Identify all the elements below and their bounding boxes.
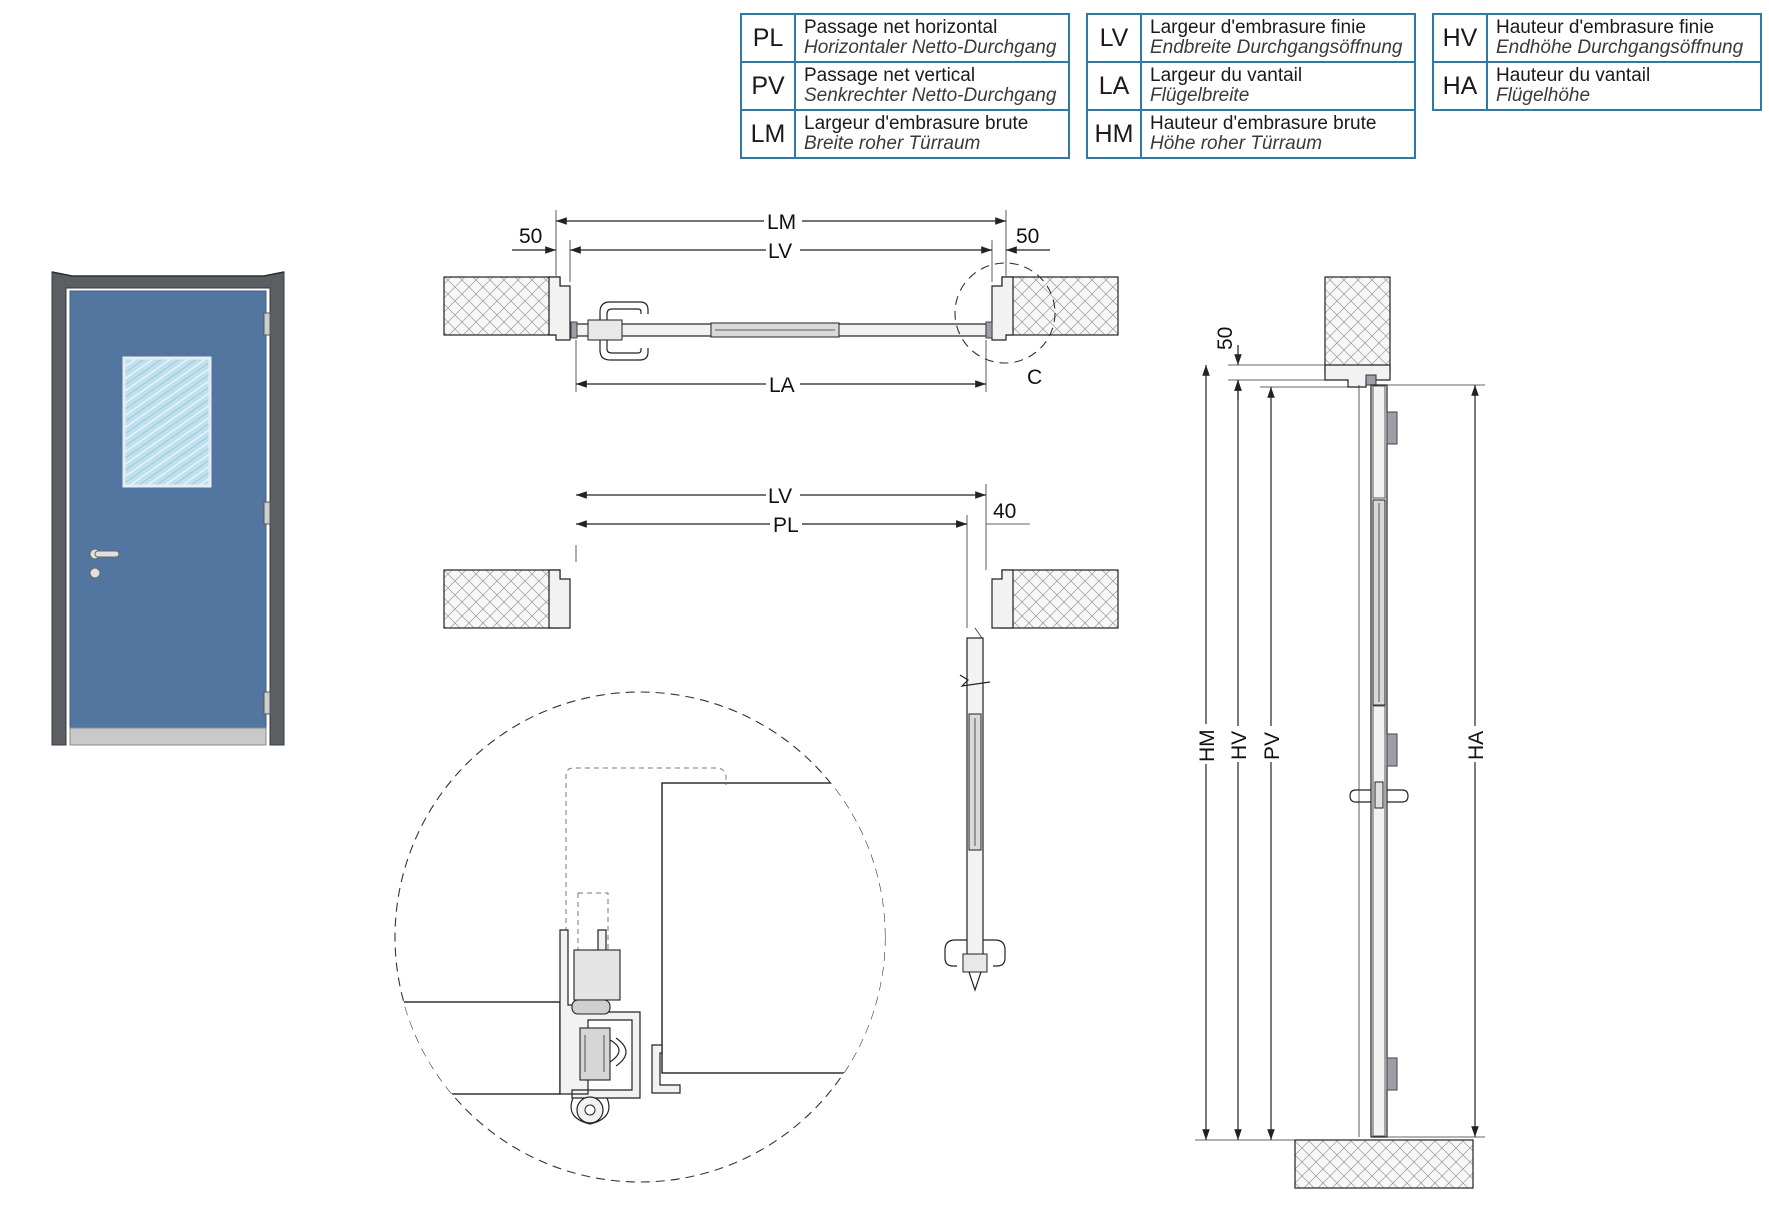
legend-de: Horizontaler Netto-Durchgang	[804, 37, 1057, 58]
wall-panel-right	[1001, 276, 1119, 336]
legend-fr: Hauteur du vantail	[1496, 65, 1651, 86]
dim-label-hm: HM	[1196, 729, 1219, 762]
section-hinge	[1386, 733, 1398, 767]
legend-fr: Largeur d'embrasure finie	[1150, 17, 1366, 38]
legend-de: Endhöhe Durchgangsöffnung	[1496, 37, 1744, 58]
dim-label-50-left: 50	[519, 225, 542, 248]
section-wall-top	[1324, 276, 1391, 374]
dim-label-ha: HA	[1465, 731, 1488, 760]
legend-code: PV	[740, 61, 796, 111]
legend-code: HV	[1432, 13, 1488, 63]
lever-handle-plan	[587, 301, 649, 361]
dim-label-hv: HV	[1228, 731, 1251, 760]
detail-door-leaf	[661, 782, 885, 1074]
legend-fr: Hauteur d'embrasure brute	[1150, 113, 1377, 134]
dim-label-50-right: 50	[1016, 225, 1039, 248]
dim-label-40: 40	[993, 500, 1016, 523]
detail-c-marker	[954, 262, 1056, 364]
vision-panel	[122, 356, 212, 488]
dim-label-pv: PV	[1261, 732, 1284, 760]
legend-code: LA	[1086, 61, 1142, 111]
dim-label-lv: LV	[768, 240, 792, 263]
wall-panel-right	[1001, 569, 1119, 629]
door-elevation	[51, 271, 285, 746]
detail-c-label: C	[1027, 366, 1042, 389]
dim-label-la: LA	[769, 374, 795, 397]
frame-profile-right	[991, 276, 1014, 341]
section-hinge	[1386, 1057, 1398, 1091]
wall-panel-left	[443, 569, 561, 629]
section-handle	[1349, 781, 1409, 809]
legend-fr: Largeur d'embrasure brute	[804, 113, 1029, 134]
hinge	[263, 501, 271, 525]
legend-code: HA	[1432, 61, 1488, 111]
detail-c	[394, 691, 886, 1183]
dim-label-lm: LM	[767, 211, 796, 234]
legend-de: Flügelhöhe	[1496, 85, 1591, 106]
legend-de: Endbreite Durchgangsöffnung	[1150, 37, 1403, 58]
lever-handle-open	[944, 939, 1006, 992]
legend-de: Breite roher Türraum	[804, 133, 981, 154]
dim-label-lv-open: LV	[768, 485, 792, 508]
door-leaf	[69, 290, 267, 735]
section-frame-head	[1324, 364, 1391, 388]
frame-profile-left	[548, 276, 571, 341]
frame-profile-right	[991, 569, 1014, 629]
frame-profile-left	[548, 569, 571, 629]
hinge	[263, 691, 271, 715]
wall-panel-left	[443, 276, 561, 336]
detail-gasket	[571, 999, 611, 1015]
legend-code: LV	[1086, 13, 1142, 63]
legend-de: Senkrechter Netto-Durchgang	[804, 85, 1057, 106]
door-handle	[89, 548, 120, 579]
legend-fr: Passage net horizontal	[804, 17, 998, 38]
hinge	[263, 312, 271, 336]
section-hinge	[1386, 411, 1398, 445]
dim-label-50-top: 50	[1214, 327, 1237, 350]
legend-code: PL	[740, 13, 796, 63]
legend-de: Flügelbreite	[1150, 85, 1250, 106]
legend-code: HM	[1086, 109, 1142, 159]
key-cylinder	[89, 567, 101, 579]
legend-fr: Hauteur d'embrasure finie	[1496, 17, 1715, 38]
vertical-section: 50 HM HV PV HA	[1194, 276, 1488, 1189]
plan-closed: C LM LV 50 50 LA	[443, 207, 1119, 397]
legend-code: LM	[740, 109, 796, 159]
legend-fr: Largeur du vantail	[1150, 65, 1303, 86]
detail-wall-panel	[395, 1001, 561, 1095]
dim-label-pl: PL	[773, 514, 799, 537]
section-floor	[1294, 1139, 1474, 1189]
plan-open: LV PL 40	[443, 481, 1119, 992]
kick-plate	[69, 727, 267, 746]
legend-de: Höhe roher Türraum	[1150, 133, 1323, 154]
legend-fr: Passage net vertical	[804, 65, 976, 86]
